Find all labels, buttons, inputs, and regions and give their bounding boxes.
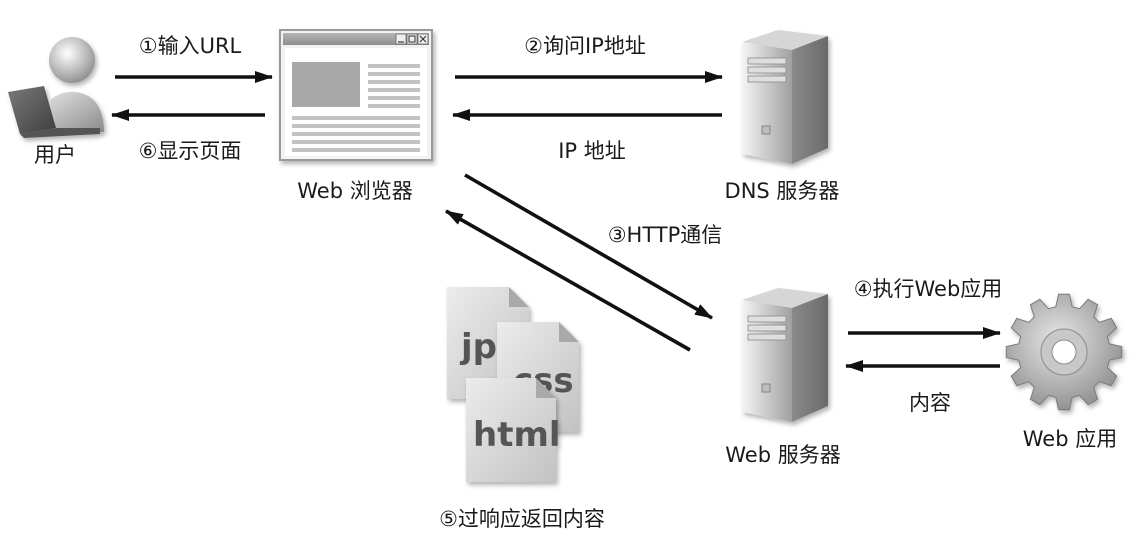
drive-bay bbox=[747, 315, 787, 323]
user-head bbox=[49, 37, 95, 83]
browser-window-icon bbox=[279, 29, 433, 161]
browser-title-bar bbox=[283, 33, 429, 45]
user-with-laptop-icon bbox=[8, 37, 104, 138]
web-app-label: Web 应用 bbox=[1023, 427, 1117, 451]
laptop-base bbox=[20, 128, 100, 138]
maximize-icon bbox=[406, 33, 418, 45]
server-side bbox=[792, 294, 828, 422]
drive-bay bbox=[747, 66, 787, 74]
drive-bay bbox=[747, 57, 787, 65]
minimize-icon bbox=[395, 33, 407, 45]
dns-server-label: DNS 服务器 bbox=[725, 179, 840, 203]
gear-icon bbox=[1005, 293, 1123, 411]
power-button bbox=[761, 383, 771, 393]
server-top bbox=[742, 30, 828, 50]
web-server-icon bbox=[742, 288, 828, 422]
close-icon bbox=[417, 33, 429, 45]
browser-label: Web 浏览器 bbox=[297, 179, 412, 203]
user-body bbox=[40, 92, 104, 132]
text-lines bbox=[292, 64, 420, 152]
web-server-label: Web 服务器 bbox=[725, 443, 840, 467]
power-button bbox=[761, 125, 771, 135]
server-side bbox=[792, 36, 828, 164]
dns-server-icon bbox=[742, 30, 828, 164]
content-label: 内容 bbox=[909, 391, 951, 415]
step-show-page-label: ⑥显示页面 bbox=[139, 139, 242, 163]
file-html: html bbox=[466, 378, 561, 482]
server-top bbox=[742, 288, 828, 308]
image-placeholder bbox=[292, 62, 360, 107]
user-label: 用户 bbox=[34, 143, 76, 167]
document-icon bbox=[466, 378, 556, 482]
laptop-screen bbox=[8, 86, 56, 134]
step-ask-ip-label: ②询问IP地址 bbox=[524, 34, 646, 58]
drive-bay bbox=[747, 333, 787, 341]
drive-bay bbox=[747, 75, 787, 83]
step-http-label: ③HTTP通信 bbox=[608, 223, 723, 247]
arrow-http-request bbox=[464, 173, 713, 320]
gear-hole bbox=[1051, 339, 1077, 365]
file-html-label: html bbox=[473, 415, 561, 455]
step-input-url-label: ①输入URL bbox=[139, 34, 242, 58]
step-run-app-label: ④执行Web应用 bbox=[854, 277, 1003, 301]
drive-bay bbox=[747, 324, 787, 332]
ip-address-label: IP 地址 bbox=[558, 139, 626, 163]
step-return-content-label: ⑤过响应返回内容 bbox=[439, 507, 605, 531]
arrow-http-response bbox=[445, 209, 691, 352]
